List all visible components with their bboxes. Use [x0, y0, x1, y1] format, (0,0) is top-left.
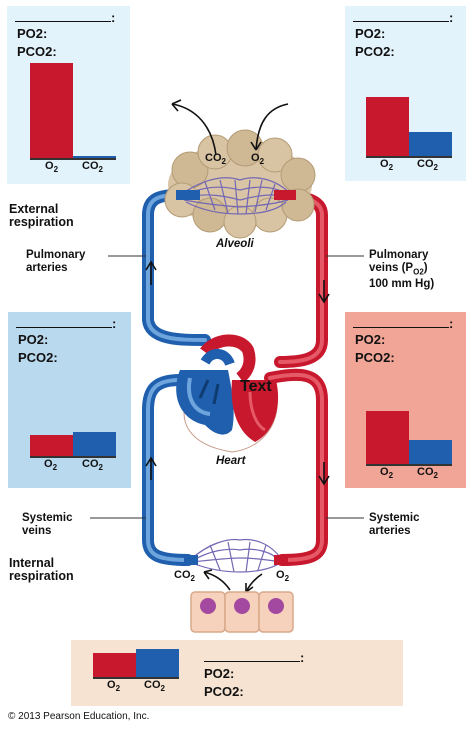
co2-bar	[409, 132, 452, 156]
systemic-vein-vessel-highlight	[146, 378, 190, 562]
pco2-label: PCO2:	[17, 44, 57, 59]
tissue-o2-label: O2	[276, 569, 290, 584]
o2-axis-label: O2	[45, 160, 59, 175]
systemic-arteries-label: Systemic arteries	[369, 512, 420, 537]
text-overlay: Text	[240, 378, 272, 395]
bar-baseline	[366, 156, 452, 158]
blank-suffix: :	[449, 10, 454, 25]
co2-axis-label: CO2	[417, 466, 438, 481]
po2-label: PO2:	[17, 26, 48, 41]
pco2-label: PCO2:	[355, 350, 395, 365]
po2-label: PO2:	[204, 666, 235, 681]
co2-bar	[409, 440, 452, 464]
pulmonary-artery-vessel-highlight	[146, 193, 207, 342]
o2-bar	[30, 435, 73, 456]
po2-label: PO2:	[355, 332, 386, 347]
o2-axis-label: O2	[380, 466, 394, 481]
flow-arrow-systemic-vein	[145, 456, 157, 480]
o2-bar	[93, 653, 136, 677]
co2-axis-label: CO2	[144, 679, 165, 694]
blank-field[interactable]: :	[353, 316, 453, 331]
panel-top-left: : PO2: PCO2: O2 CO2	[7, 6, 130, 184]
systemic-capillary-bed	[189, 538, 283, 573]
blank-field[interactable]: :	[204, 650, 304, 665]
copyright-text: © 2013 Pearson Education, Inc.	[8, 711, 150, 722]
o2-bar	[366, 97, 409, 156]
heart-illustration	[176, 334, 279, 453]
co2-axis-label: CO2	[82, 160, 103, 175]
co2-bar	[73, 432, 116, 456]
flow-arrow-pulmonary-artery	[145, 260, 157, 285]
pco2-label: PCO2:	[204, 684, 244, 699]
blank-suffix: :	[449, 316, 454, 331]
tissue-co2-label: CO2	[174, 569, 195, 584]
co2-axis-label: CO2	[417, 158, 438, 173]
internal-respiration-label: Internal respiration	[9, 556, 74, 583]
bar-baseline	[93, 677, 179, 679]
co2-bar	[136, 649, 179, 677]
blank-suffix: :	[111, 10, 116, 25]
bar-baseline	[30, 158, 116, 160]
external-respiration-label: External respiration	[9, 202, 74, 229]
blank-field[interactable]: :	[353, 10, 453, 25]
alveoli-cluster	[164, 129, 316, 239]
flow-arrow-systemic-artery	[318, 462, 330, 486]
alveoli-label: Alveoli	[216, 238, 254, 250]
blank-suffix: :	[300, 650, 305, 665]
panel-mid-right: : PO2: PCO2: O2 CO2	[345, 312, 466, 488]
o2-axis-label: O2	[380, 158, 394, 173]
pulmonary-arteries-label: Pulmonary arteries	[26, 249, 86, 274]
alveoli-co2-label: CO2	[205, 152, 226, 167]
o2-axis-label: O2	[44, 458, 58, 473]
po2-label: PO2:	[355, 26, 386, 41]
heart-label: Heart	[216, 455, 246, 467]
tissue-o2-arrow	[245, 573, 263, 593]
flow-arrow-pulmonary-vein	[318, 280, 330, 304]
po2-label: PO2:	[18, 332, 49, 347]
pco2-label: PCO2:	[18, 350, 58, 365]
pco2-label: PCO2:	[355, 44, 395, 59]
pulmonary-veins-label: Pulmonary veins (PO2) 100 mm Hg)	[369, 249, 435, 291]
o2-bar	[30, 63, 73, 158]
systemic-artery-vessel-highlight	[268, 372, 324, 562]
o2-entry-arrow	[255, 103, 289, 151]
tissue-co2-arrow	[203, 571, 231, 591]
o2-bar	[366, 411, 409, 464]
systemic-veins-label: Systemic veins	[22, 512, 73, 537]
bar-baseline	[30, 456, 116, 458]
panel-mid-left: : PO2: PCO2: O2 CO2	[8, 312, 131, 488]
co2-exit-arrow	[171, 103, 217, 156]
blank-field[interactable]: :	[15, 10, 115, 25]
panel-top-right: : PO2: PCO2: O2 CO2	[345, 6, 466, 181]
co2-axis-label: CO2	[82, 458, 103, 473]
co2-bar	[73, 156, 116, 158]
panel-bottom: O2 CO2 : PO2: PCO2:	[71, 640, 403, 706]
blank-suffix: :	[112, 316, 117, 331]
tissue-cells	[190, 591, 294, 633]
blank-field[interactable]: :	[16, 316, 116, 331]
alveoli-o2-label: O2	[251, 152, 265, 167]
bar-baseline	[366, 464, 452, 466]
o2-axis-label: O2	[107, 679, 121, 694]
